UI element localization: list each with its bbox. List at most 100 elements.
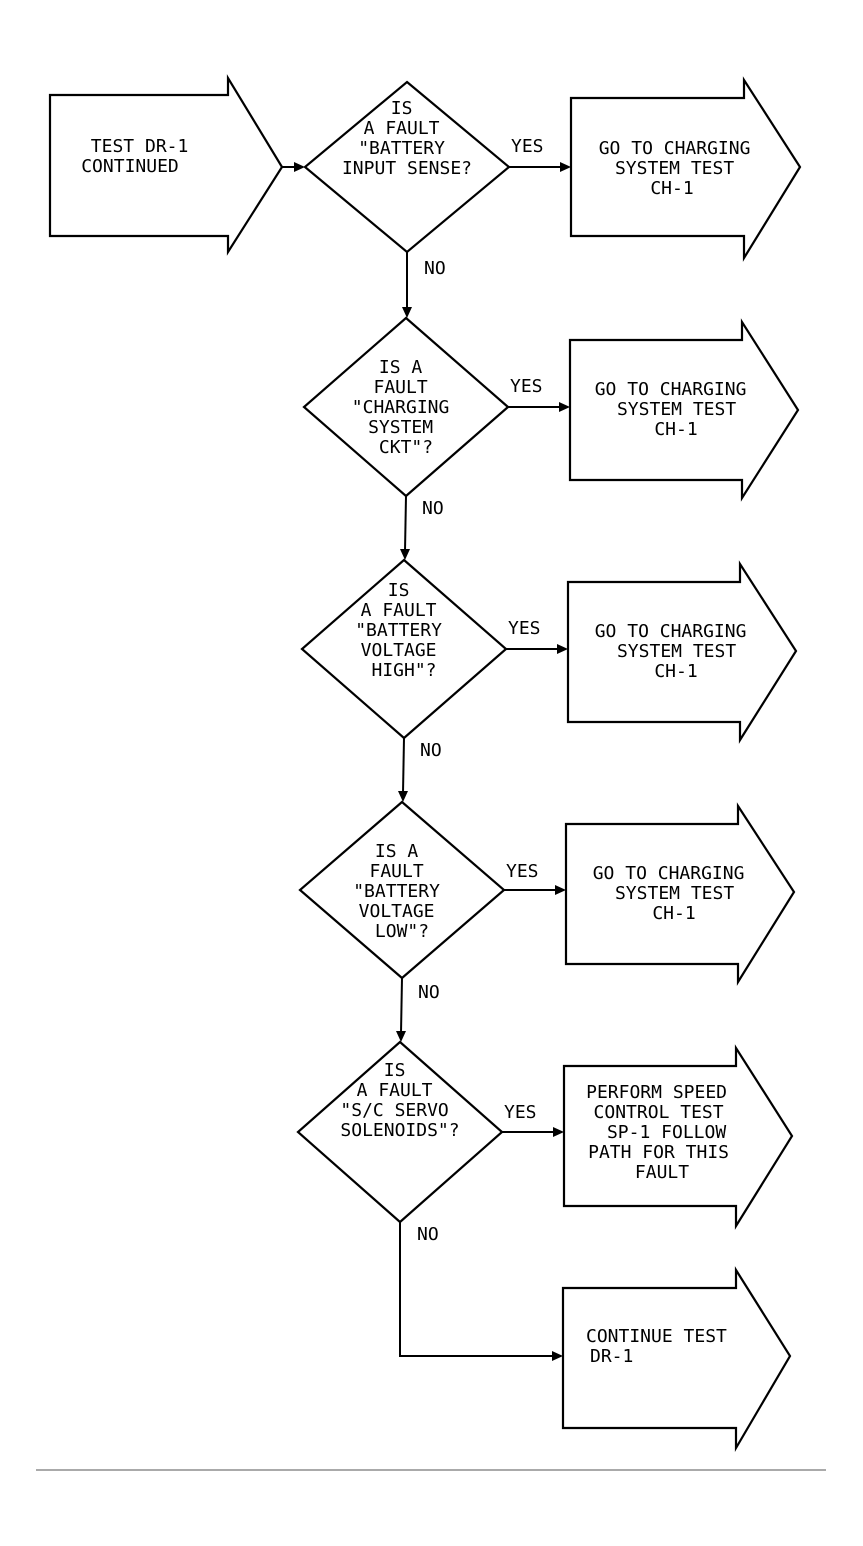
decision-5-text: IS A FAULT "S/C SERVO SOLENOIDS"? xyxy=(340,1060,459,1141)
arrowhead xyxy=(559,402,570,412)
decision-1-line: IS xyxy=(391,98,413,119)
end-box-shape xyxy=(561,1266,792,1453)
decision-5: IS A FAULT "S/C SERVO SOLENOIDS"? xyxy=(296,1040,504,1224)
decision-2-line: SYSTEM xyxy=(368,417,433,438)
arrowhead xyxy=(555,885,566,895)
arrowhead xyxy=(398,791,408,802)
decision-1-line: "BATTERY xyxy=(358,138,445,159)
action-box-5-line: SP-1 FOLLOW xyxy=(607,1122,726,1143)
action-box-2-line: SYSTEM TEST xyxy=(617,399,736,420)
action-box-1-text: GO TO CHARGING SYSTEM TEST CH-1 xyxy=(599,138,762,199)
no-connector-4 xyxy=(400,977,403,1034)
decision-2-text: IS A FAULT "CHARGING SYSTEM CKT"? xyxy=(352,357,460,458)
decision-4-line: FAULT xyxy=(369,861,423,882)
end-box-line: CONTINUE TEST xyxy=(586,1326,727,1347)
action-box-5: PERFORM SPEED CONTROL TEST SP-1 FOLLOW P… xyxy=(562,1044,794,1230)
start-box-line: CONTINUED xyxy=(81,156,179,177)
decision-4-line: VOLTAGE xyxy=(359,901,435,922)
yes-label-4: YES xyxy=(506,861,539,882)
action-box-5-line: FAULT xyxy=(635,1162,689,1183)
no-label-4: NO xyxy=(418,982,440,1003)
decision-1-line: A FAULT xyxy=(364,118,440,139)
decision-5-line: A FAULT xyxy=(357,1080,433,1101)
action-box-1: GO TO CHARGING SYSTEM TEST CH-1 xyxy=(569,76,802,262)
decision-5-line: "S/C SERVO xyxy=(340,1100,448,1121)
action-box-3: GO TO CHARGING SYSTEM TEST CH-1 xyxy=(566,560,798,744)
no-label-2: NO xyxy=(422,498,444,519)
action-box-4-line: GO TO CHARGING xyxy=(593,863,745,884)
action-box-3-line: CH-1 xyxy=(654,661,697,682)
no-label-3: NO xyxy=(420,740,442,761)
arrowhead xyxy=(396,1031,406,1042)
no-connector-3 xyxy=(402,737,405,794)
decision-4-line: "BATTERY xyxy=(353,881,440,902)
action-box-5-line: CONTROL TEST xyxy=(594,1102,724,1123)
action-box-3-text: GO TO CHARGING SYSTEM TEST CH-1 xyxy=(595,621,758,682)
decision-5-line: IS xyxy=(384,1060,406,1081)
end-box-text: CONTINUE TEST DR-1 xyxy=(586,1326,738,1367)
no-connector-2 xyxy=(404,495,407,552)
action-box-5-text: PERFORM SPEED CONTROL TEST SP-1 FOLLOW P… xyxy=(586,1082,740,1183)
decision-1: IS A FAULT "BATTERY INPUT SENSE? xyxy=(303,80,511,254)
action-box-1-shape xyxy=(569,76,802,262)
decision-2: IS A FAULT "CHARGING SYSTEM CKT"? xyxy=(302,316,510,498)
arrowhead xyxy=(552,1351,563,1361)
decision-3-line: IS xyxy=(388,580,410,601)
action-box-2-shape xyxy=(568,318,800,502)
action-box-4-shape xyxy=(564,802,796,986)
decision-2-line: CKT"? xyxy=(379,437,433,458)
decision-2-line: IS A xyxy=(379,357,423,378)
yes-label-2: YES xyxy=(510,376,543,397)
decision-4-line: LOW"? xyxy=(375,921,429,942)
action-box-1-line: SYSTEM TEST xyxy=(615,158,734,179)
arrowhead xyxy=(402,307,412,318)
action-box-1-line: CH-1 xyxy=(650,178,693,199)
end-box: CONTINUE TEST DR-1 xyxy=(561,1266,792,1453)
action-box-2-line: GO TO CHARGING xyxy=(595,379,747,400)
arrowhead xyxy=(560,162,571,172)
action-box-4: GO TO CHARGING SYSTEM TEST CH-1 xyxy=(564,802,796,986)
decision-4-text: IS A FAULT "BATTERY VOLTAGE LOW"? xyxy=(353,841,451,942)
decision-5-line: SOLENOIDS"? xyxy=(340,1120,459,1141)
start-box: TEST DR-1 CONTINUED xyxy=(48,74,284,256)
action-box-5-line: PERFORM SPEED xyxy=(586,1082,727,1103)
decision-4-line: IS A xyxy=(375,841,419,862)
decision-1-line: INPUT SENSE? xyxy=(342,158,472,179)
arrowhead xyxy=(294,162,305,172)
action-box-5-shape xyxy=(562,1044,794,1230)
decision-2-line: "CHARGING xyxy=(352,397,450,418)
action-box-3-line: GO TO CHARGING xyxy=(595,621,747,642)
decision-4: IS A FAULT "BATTERY VOLTAGE LOW"? xyxy=(298,800,506,980)
action-box-5-line: PATH FOR THIS xyxy=(588,1142,729,1163)
decision-3-line: "BATTERY xyxy=(355,620,442,641)
start-box-text: TEST DR-1 CONTINUED xyxy=(81,136,199,177)
no-label-5: NO xyxy=(417,1224,439,1245)
yes-label-3: YES xyxy=(508,618,541,639)
decision-3-line: A FAULT xyxy=(361,600,437,621)
action-box-2-line: CH-1 xyxy=(654,419,697,440)
arrowhead xyxy=(557,644,568,654)
action-box-4-text: GO TO CHARGING SYSTEM TEST CH-1 xyxy=(593,863,756,924)
decision-2-line: FAULT xyxy=(373,377,427,398)
no-connector-5 xyxy=(399,1222,554,1357)
decision-3-text: IS A FAULT "BATTERY VOLTAGE HIGH"? xyxy=(355,580,453,681)
decision-1-text: IS A FAULT "BATTERY INPUT SENSE? xyxy=(342,98,472,179)
arrowhead xyxy=(400,549,410,560)
action-box-4-line: SYSTEM TEST xyxy=(615,883,734,904)
action-box-3-shape xyxy=(566,560,798,744)
action-box-2-text: GO TO CHARGING SYSTEM TEST CH-1 xyxy=(595,379,758,440)
end-box-line: DR-1 xyxy=(590,1346,633,1367)
no-label-1: NO xyxy=(424,258,446,279)
action-box-4-line: CH-1 xyxy=(652,903,695,924)
decision-3: IS A FAULT "BATTERY VOLTAGE HIGH"? xyxy=(300,558,508,740)
action-box-2: GO TO CHARGING SYSTEM TEST CH-1 xyxy=(568,318,800,502)
action-box-1-line: GO TO CHARGING xyxy=(599,138,751,159)
decision-3-line: HIGH"? xyxy=(371,660,436,681)
arrowhead xyxy=(553,1127,564,1137)
start-box-shape xyxy=(48,74,284,256)
yes-label-5: YES xyxy=(504,1102,537,1123)
start-box-line: TEST DR-1 xyxy=(91,136,189,157)
action-box-3-line: SYSTEM TEST xyxy=(617,641,736,662)
yes-label-1: YES xyxy=(511,136,544,157)
